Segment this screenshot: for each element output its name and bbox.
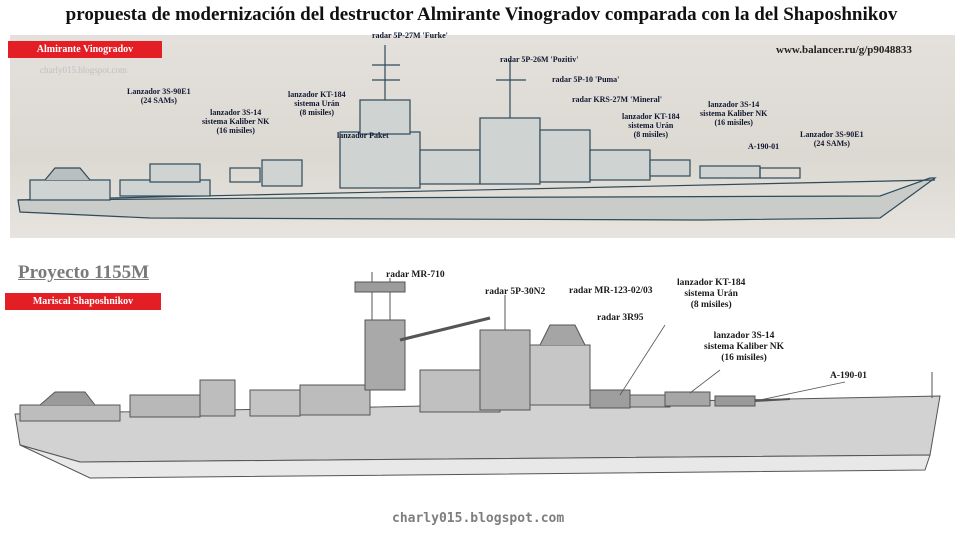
label-radar-5p10: radar 5P-10 'Puma': [552, 75, 620, 84]
label-radar-5p27m: radar 5P-27M 'Furke': [372, 31, 448, 40]
footer-watermark: charly015.blogspot.com: [392, 511, 565, 526]
vinogradov-ship-drawing: [17, 45, 937, 221]
bottom-leader-lines: [619, 324, 846, 401]
label-gun-top: A-190-01: [748, 142, 780, 151]
page-title: propuesta de modernización del destructo…: [65, 4, 898, 25]
label-radar-mr123: radar MR-123-02/03: [569, 286, 653, 296]
label-radar-mr710: radar MR-710: [386, 270, 445, 280]
label-radar-5p30n2: radar 5P-30N2: [485, 287, 546, 297]
project-title: Proyecto 1155M: [18, 262, 150, 283]
shaposhnikov-ship-drawing: [14, 272, 941, 479]
label-sam-aft: Lanzador 3S-90E1(24 SAMs): [127, 87, 191, 106]
label-radar-3r95: radar 3R95: [597, 313, 644, 323]
label-sam-fwd: Lanzador 3S-90E1(24 SAMs): [800, 130, 864, 149]
vinogradov-tag: Almirante Vinogradov: [8, 41, 162, 58]
label-gun-bottom: A-190-01: [830, 371, 867, 381]
shaposhnikov-tag: Mariscal Shaposhnikov: [5, 293, 161, 310]
source-url: www.balancer.ru/g/p9048833: [776, 44, 912, 56]
label-radar-krs27m: radar KRS-27M 'Mineral': [572, 95, 663, 104]
label-radar-5p26m: radar 5P-26M 'Pozitiv': [500, 55, 579, 64]
label-paket: lanzador Paket: [337, 131, 389, 140]
top-watermark: charly015.blogspot.com: [40, 65, 127, 75]
